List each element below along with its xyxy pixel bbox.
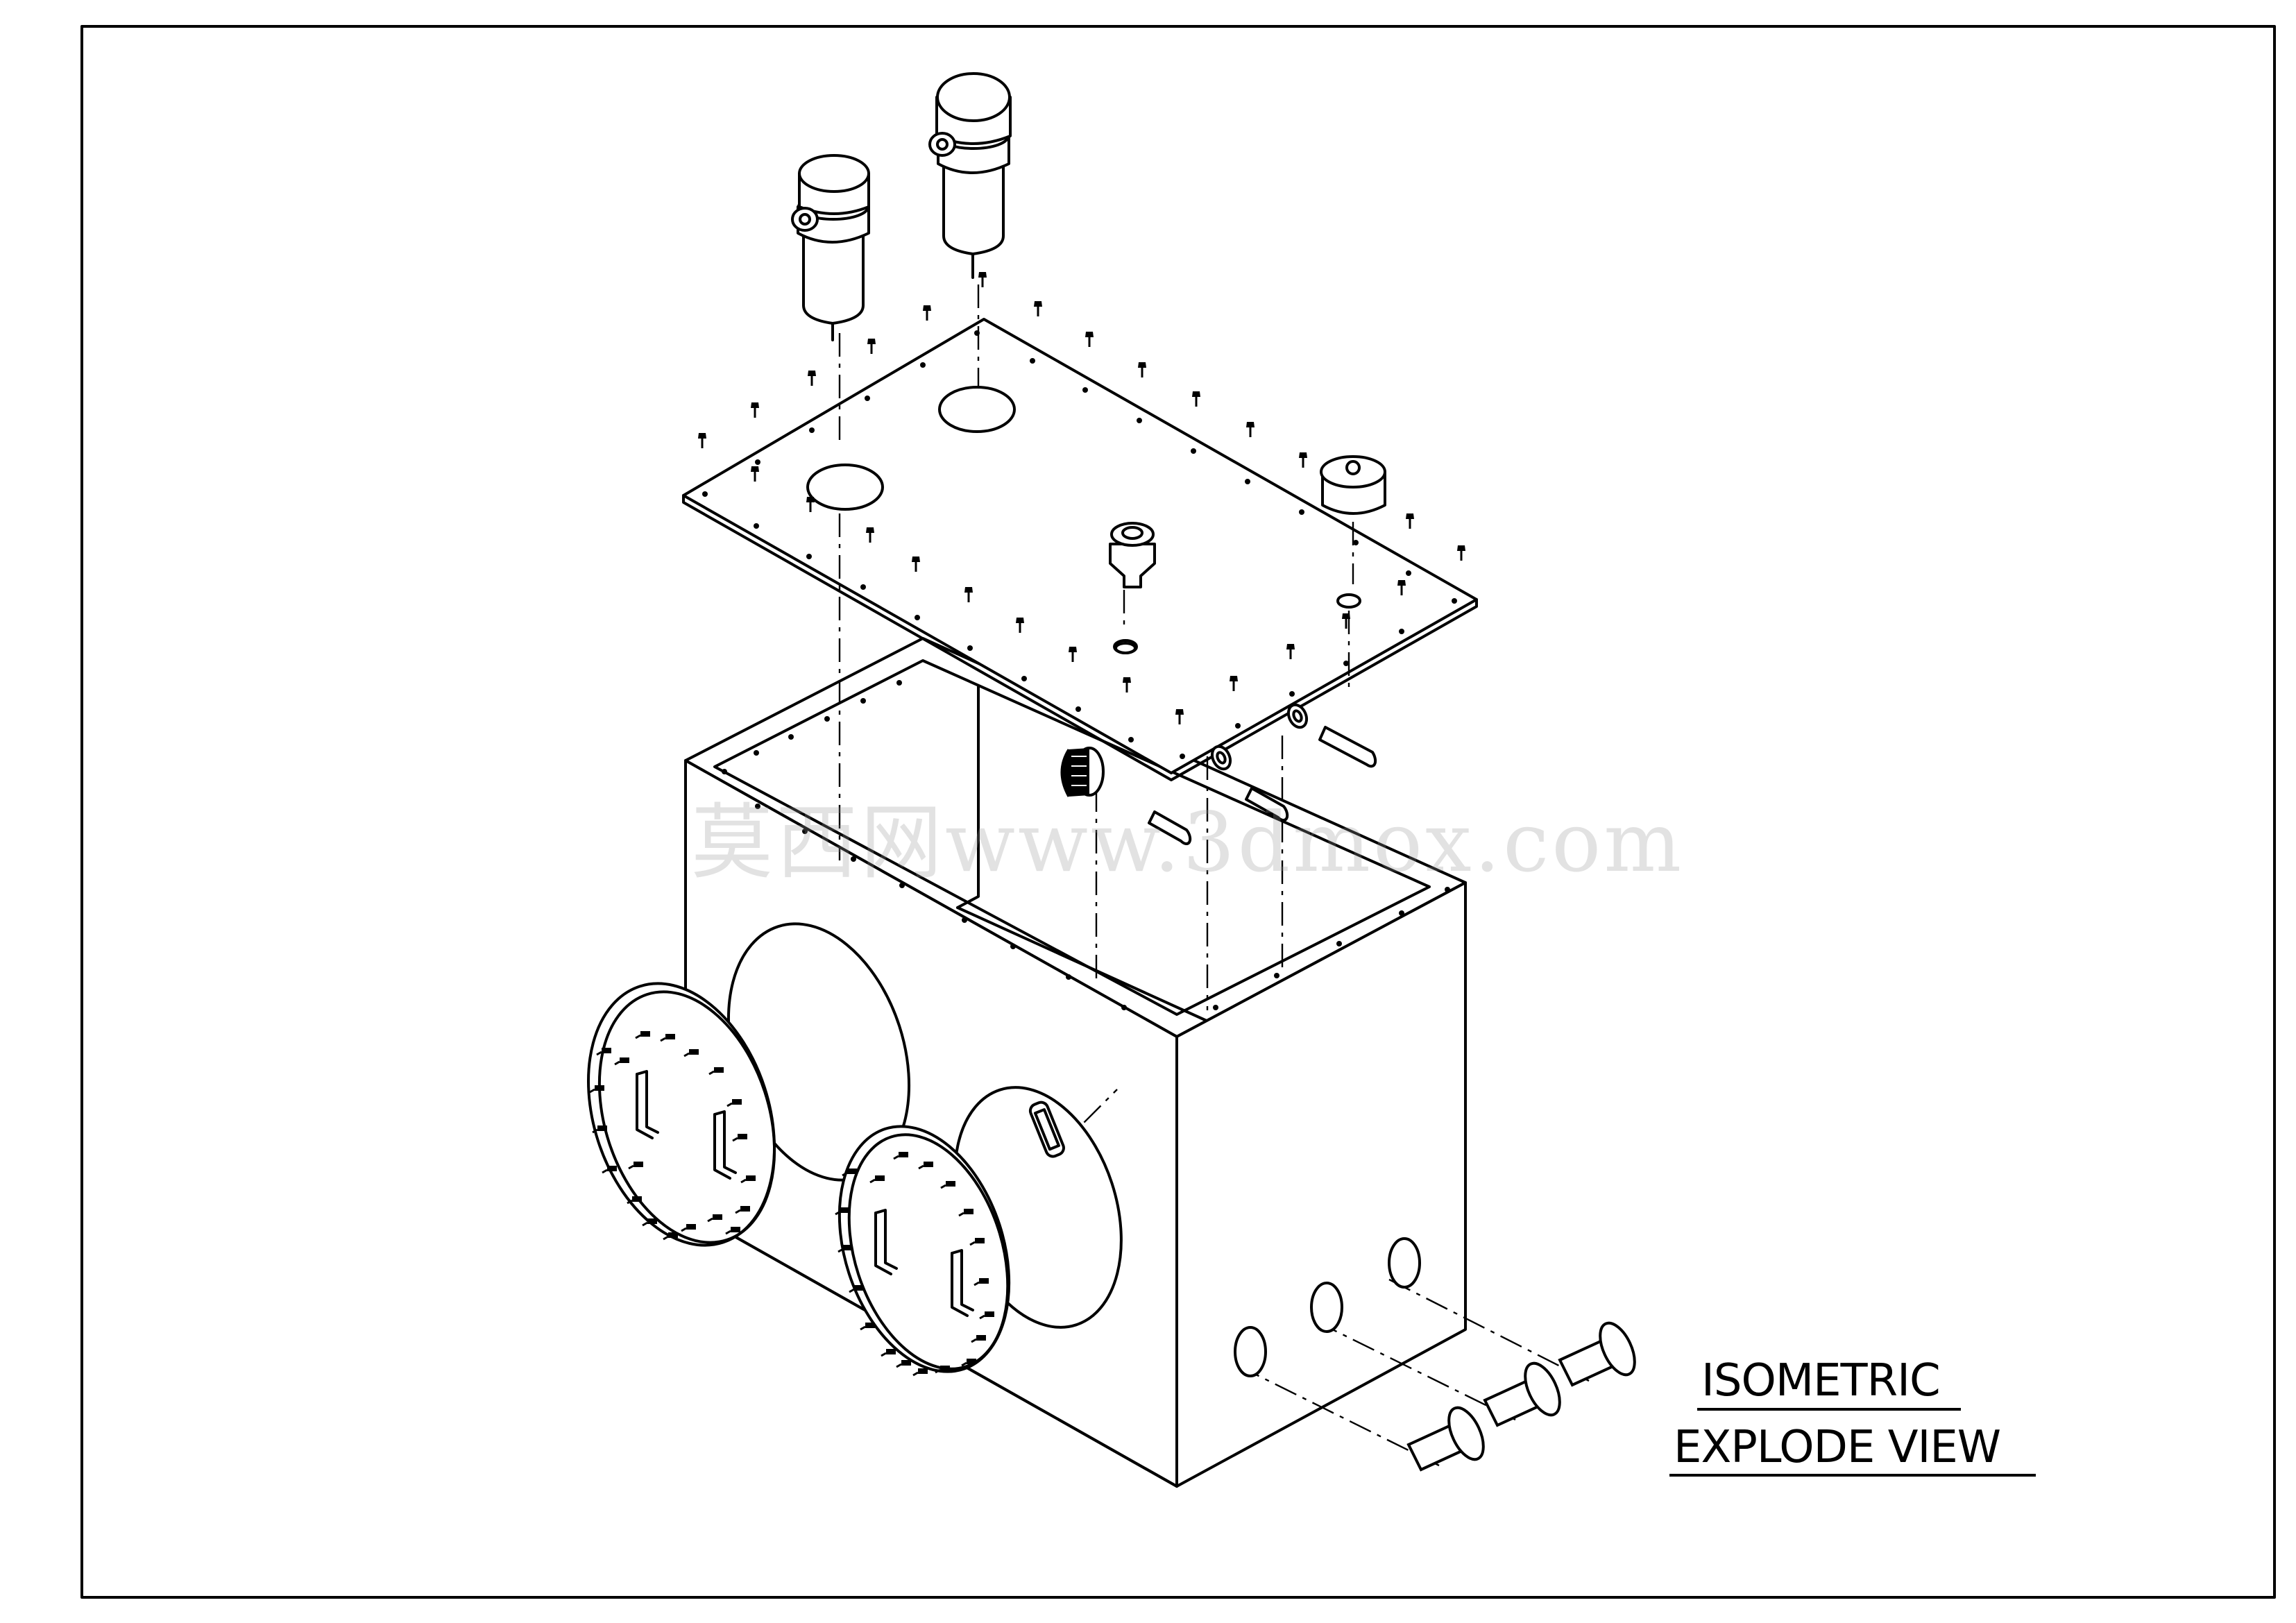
drawing-title-line-1: ISOMETRIC: [1701, 1355, 1941, 1407]
filter-port-left: [806, 464, 884, 511]
return-filter-right: [928, 72, 1012, 279]
pipe-nipples: [1148, 703, 1377, 846]
drawing-frame: [80, 25, 2276, 1599]
cover-plate-holes: [702, 330, 1457, 759]
title-underline-1: [1697, 1408, 1961, 1411]
drawing-title-line-2: EXPLODE VIEW: [1674, 1422, 2001, 1473]
filler-cap: [1109, 522, 1156, 654]
suction-strainer: [1060, 747, 1105, 797]
filter-port-right: [938, 386, 1016, 433]
assembly-centerlines: [838, 284, 1590, 1467]
tank-top-inner: [713, 659, 1431, 1016]
return-filter-left: [791, 154, 870, 341]
cover-plate: [682, 318, 1478, 781]
rim-bolt-holes: [722, 680, 1450, 1010]
cleanout-cover-right: [837, 1125, 1011, 1373]
title-underline-2: [1669, 1474, 2036, 1477]
air-breather: [1320, 455, 1386, 584]
cleanout-cover-left: [587, 982, 776, 1247]
